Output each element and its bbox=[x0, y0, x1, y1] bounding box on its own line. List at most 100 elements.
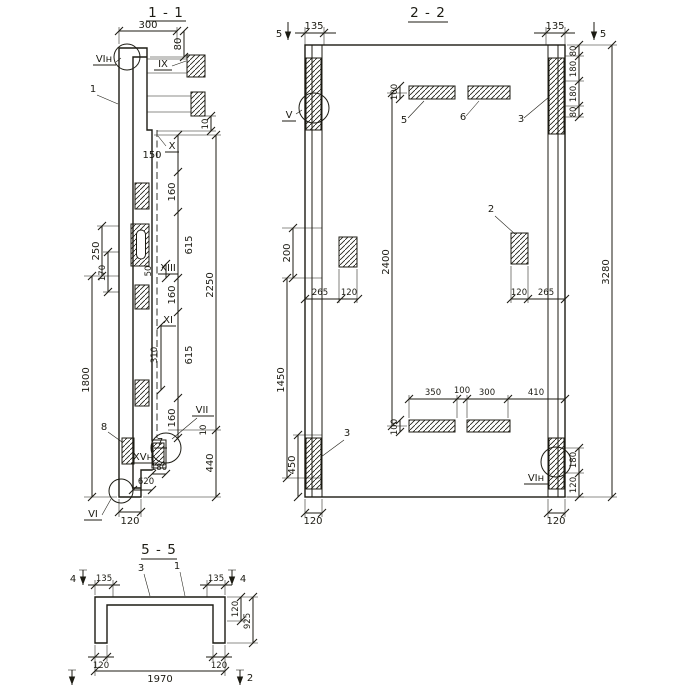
embedded-plate bbox=[186, 54, 206, 78]
detail-circle-vin bbox=[113, 43, 141, 71]
dim-3280: 3280 bbox=[601, 259, 612, 284]
callout-3: 3 bbox=[518, 114, 524, 125]
callout-8: 8 bbox=[101, 422, 107, 433]
dim-2400: 2400 bbox=[381, 249, 392, 274]
dim-410: 410 bbox=[528, 388, 544, 398]
dim-80: 80 bbox=[569, 107, 579, 118]
panel-face bbox=[298, 44, 572, 498]
dim-120: 120 bbox=[231, 601, 241, 617]
dim-10: 10 bbox=[199, 425, 209, 436]
dim-100: 100 bbox=[390, 419, 400, 435]
rib-anchor-zone bbox=[305, 57, 322, 131]
dim-100: 100 bbox=[390, 84, 400, 100]
callout-2: 2 bbox=[488, 204, 494, 215]
dim-80: 80 bbox=[173, 38, 184, 51]
cut-mark-4: 4 bbox=[70, 574, 76, 585]
member-outline bbox=[118, 47, 153, 498]
dim-135: 135 bbox=[208, 574, 224, 584]
embedded-plate bbox=[408, 419, 456, 433]
dim-170: 170 bbox=[98, 265, 108, 281]
callout-1: 1 bbox=[90, 84, 96, 95]
embedded-plate bbox=[467, 85, 511, 100]
section-5-5-view: 5 - 5 4 4 135 135 bbox=[68, 542, 258, 685]
dim-120: 120 bbox=[120, 516, 139, 527]
dim-300: 300 bbox=[138, 20, 157, 31]
dim-80: 80 bbox=[569, 46, 579, 57]
detail-circle-vin bbox=[540, 446, 572, 478]
dim-200: 200 bbox=[282, 243, 293, 262]
rib-anchor-zone bbox=[305, 437, 322, 490]
dim-120: 120 bbox=[211, 661, 227, 671]
section-2-2-dim-lines bbox=[282, 22, 617, 518]
section-marker-x: X bbox=[169, 141, 176, 152]
section-marker-vin: VIн bbox=[528, 473, 544, 484]
section-1-1-view: 1 - 1 bbox=[81, 5, 221, 527]
section-1-1-title: 1 - 1 bbox=[148, 5, 184, 21]
slot-opening bbox=[136, 229, 146, 260]
dim-450: 450 bbox=[287, 455, 298, 474]
embedded-plate bbox=[466, 419, 511, 433]
dim-1970: 1970 bbox=[147, 674, 172, 685]
dim-120: 120 bbox=[511, 288, 527, 298]
dim-120: 120 bbox=[341, 288, 357, 298]
cut-mark-2: 2 bbox=[247, 673, 253, 684]
detail-circle-vi bbox=[108, 478, 134, 504]
embedded-plate bbox=[152, 442, 165, 466]
rib-anchor-zone bbox=[548, 437, 565, 490]
dim-100: 100 bbox=[454, 386, 470, 396]
dim-620: 620 bbox=[138, 477, 154, 487]
dim-160: 160 bbox=[167, 182, 178, 201]
detail-circle-v bbox=[298, 92, 330, 124]
rib-anchor-zone bbox=[548, 57, 565, 135]
callout-3: 3 bbox=[138, 563, 144, 574]
dim-120: 120 bbox=[303, 516, 322, 527]
dim-250: 250 bbox=[91, 241, 102, 260]
dim-300: 300 bbox=[479, 388, 495, 398]
embedded-plate bbox=[134, 182, 150, 210]
dim-180: 180 bbox=[151, 463, 167, 473]
callout-7: 7 bbox=[157, 437, 163, 448]
dim-50: 50 bbox=[144, 266, 154, 277]
callout-3: 3 bbox=[344, 428, 350, 439]
embedded-plate bbox=[510, 232, 529, 265]
dim-180: 180 bbox=[569, 86, 579, 102]
embedded-plate bbox=[408, 85, 456, 100]
cut-mark-5: 5 bbox=[276, 29, 282, 40]
dim-265: 265 bbox=[538, 288, 554, 298]
dim-120: 120 bbox=[93, 661, 109, 671]
panel-edge-member bbox=[108, 43, 206, 504]
dim-925: 925 bbox=[243, 613, 253, 629]
dim-615: 615 bbox=[184, 345, 195, 364]
embedded-plate bbox=[134, 379, 150, 407]
dim-310: 310 bbox=[150, 347, 160, 363]
detail-circle-7 bbox=[150, 432, 182, 464]
dim-1450: 1450 bbox=[276, 367, 287, 392]
embedded-plate bbox=[134, 284, 150, 310]
channel-cross-section bbox=[94, 596, 226, 644]
section-1-1-labels: 300 80 VIн 1 IX 10 X 150 160 615 50 XIII… bbox=[81, 20, 216, 527]
cut-mark-4: 4 bbox=[240, 574, 246, 585]
dim-1800: 1800 bbox=[81, 367, 92, 392]
dim-2250: 2250 bbox=[205, 272, 216, 297]
dim-120: 120 bbox=[546, 516, 565, 527]
cut-mark-5: 5 bbox=[600, 29, 606, 40]
embedded-plate bbox=[121, 437, 135, 465]
dim-135: 135 bbox=[545, 21, 564, 32]
section-marker-xvn: XVн bbox=[133, 452, 153, 463]
dim-120: 120 bbox=[569, 477, 579, 493]
section-marker-vii: VII bbox=[196, 405, 209, 416]
dim-160: 160 bbox=[167, 285, 178, 304]
channel-outline bbox=[94, 596, 226, 644]
dim-160: 160 bbox=[167, 408, 178, 427]
embedded-plate bbox=[190, 91, 206, 117]
dim-350: 350 bbox=[425, 388, 441, 398]
section-marker-xiii: XIII bbox=[160, 263, 176, 274]
callout-1: 1 bbox=[174, 561, 180, 572]
section-marker-vin: VIн bbox=[96, 54, 112, 65]
dim-180: 180 bbox=[569, 452, 579, 468]
section-5-5-title: 5 - 5 bbox=[141, 542, 177, 558]
dim-265: 265 bbox=[312, 288, 328, 298]
callout-5: 5 bbox=[401, 115, 407, 126]
